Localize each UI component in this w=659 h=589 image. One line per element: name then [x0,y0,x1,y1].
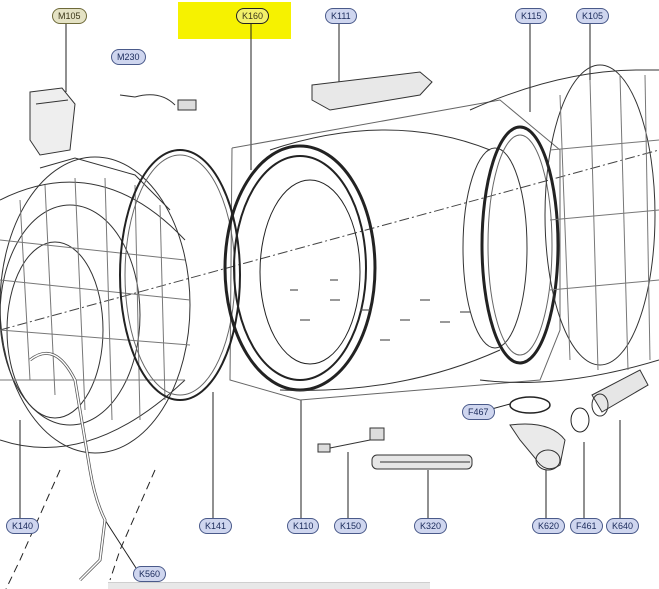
part-m230 [119,94,197,111]
highlight-marker [178,2,291,39]
label-m230: M230 [111,49,146,65]
leader-k560 [104,519,137,569]
front-tub [0,156,191,582]
drum-k110 [269,129,528,391]
label-k620: K620 [532,518,566,534]
center-axis [0,149,659,331]
gasket-k141 [119,149,241,401]
part-k111 [311,71,433,111]
front-ring-k160 [223,144,377,392]
label-k110: K110 [287,518,320,534]
label-k320: K320 [414,518,448,534]
label-k160: K160 [236,8,270,24]
label-k560: K560 [133,566,167,582]
part-k640 [591,369,649,417]
part-k320 [371,454,473,470]
label-k105: K105 [576,8,610,24]
part-m105 [29,87,76,156]
rear-tub-k105 [469,64,659,383]
label-k640: K640 [606,518,640,534]
label-k115: K115 [515,8,548,24]
part-f467 [509,396,551,414]
dashed-guide-1 [5,469,61,589]
part-k620 [509,423,566,471]
horizontal-scrollbar[interactable] [108,582,430,589]
label-k111: K111 [325,8,357,24]
part-k150 [317,427,385,453]
label-m105: M105 [52,8,87,24]
label-k140: K140 [6,518,40,534]
label-k150: K150 [334,518,368,534]
label-f461: F461 [570,518,603,534]
rear-ring [480,125,560,365]
part-f461 [570,407,590,433]
label-f467: F467 [462,404,495,420]
dashed-guide-2 [109,469,156,581]
label-k141: K141 [199,518,233,534]
drum-frame [229,99,561,401]
